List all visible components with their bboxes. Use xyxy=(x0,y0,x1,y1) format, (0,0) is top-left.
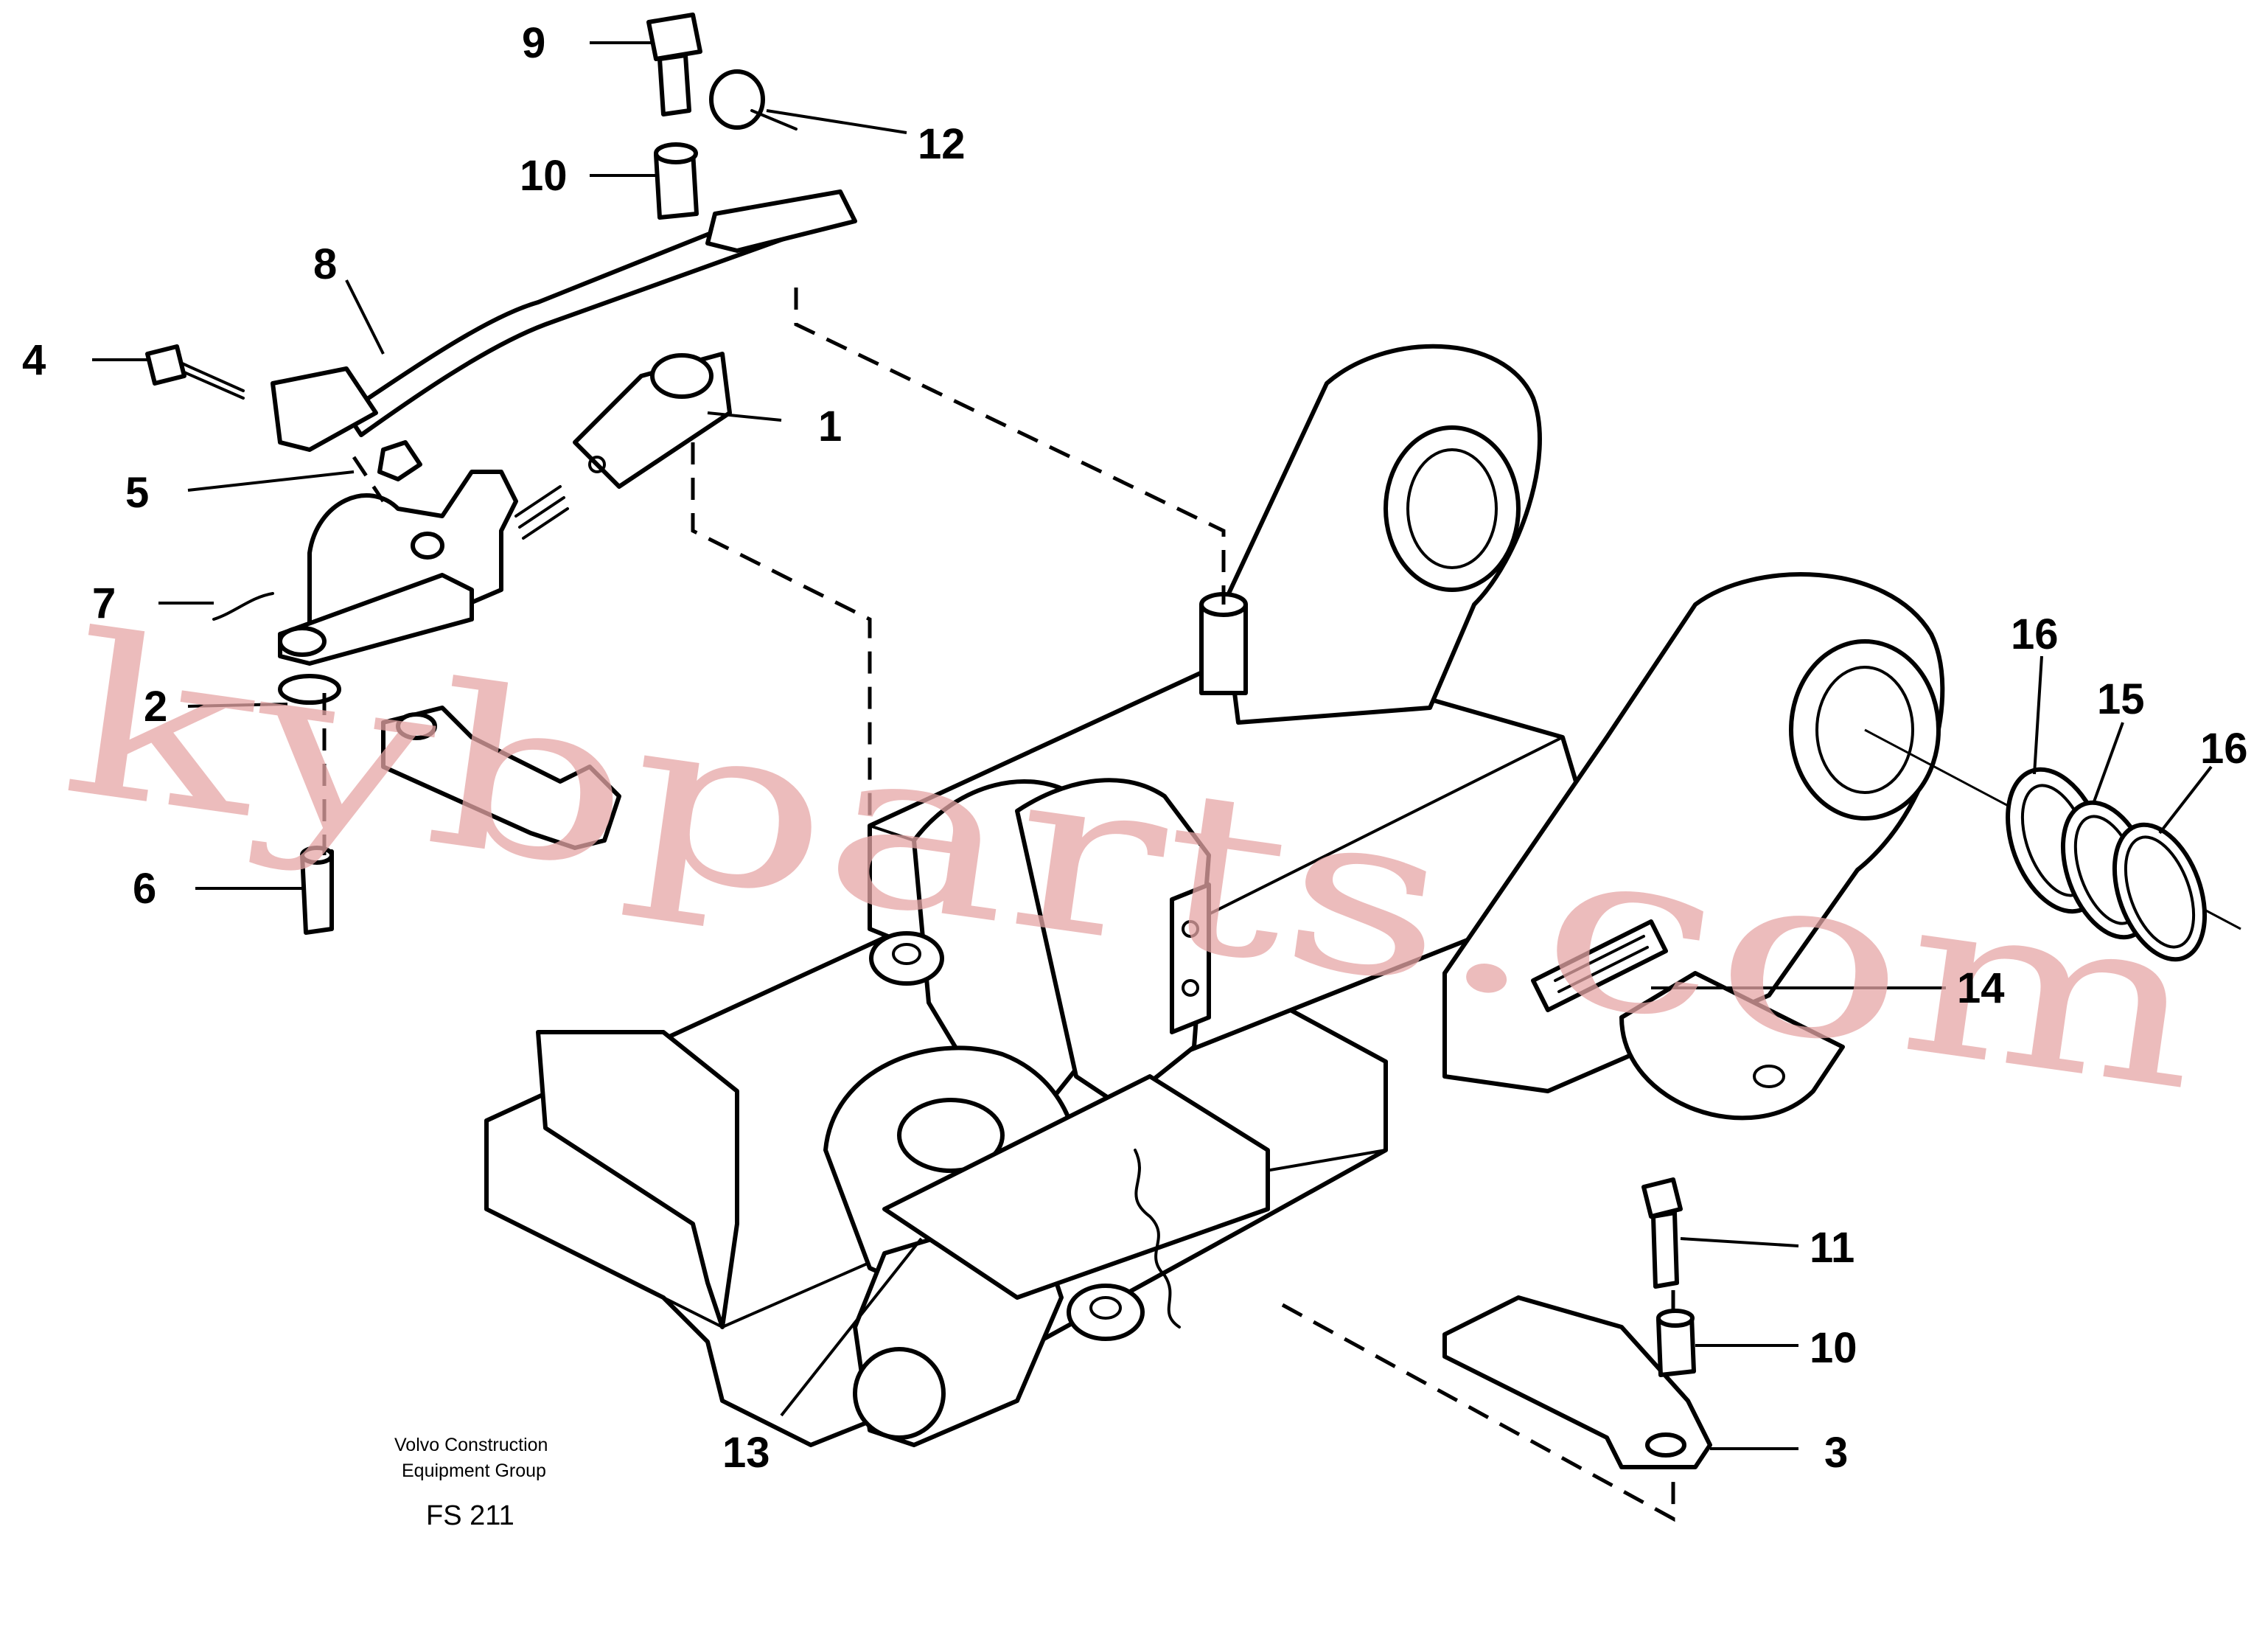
callout-14: 14 xyxy=(1957,964,2005,1012)
dashed-lines xyxy=(322,288,1675,1522)
caption-block: Volvo Construction Equipment Group FS 21… xyxy=(394,1435,548,1531)
callout-4: 4 xyxy=(22,336,46,384)
callout-7: 7 xyxy=(92,579,116,627)
leader-lines xyxy=(92,41,2213,1450)
callout-13: 13 xyxy=(722,1429,770,1477)
callout-16-left: 16 xyxy=(2011,610,2059,658)
figure-code: FS 211 xyxy=(426,1500,514,1531)
coupler-frame xyxy=(484,344,1945,1447)
caption-company: Volvo Construction xyxy=(394,1435,548,1455)
callout-2: 2 xyxy=(144,683,167,731)
callout-16-right: 16 xyxy=(2200,725,2248,773)
callout-labels: 9 12 10 8 4 1 5 7 2 6 16 15 16 14 11 10 … xyxy=(22,19,2248,1477)
caption-group: Equipment Group xyxy=(402,1460,546,1481)
callout-11: 11 xyxy=(1810,1224,1854,1272)
linkage-assembly xyxy=(145,13,1712,1469)
callout-10-lower: 10 xyxy=(1810,1324,1857,1372)
callout-8: 8 xyxy=(313,240,337,288)
callout-15: 15 xyxy=(2097,675,2145,723)
bushing-assembly xyxy=(1864,728,2241,962)
callout-3: 3 xyxy=(1824,1429,1848,1477)
callout-6: 6 xyxy=(133,865,156,913)
callout-10-upper: 10 xyxy=(520,152,568,200)
callout-1: 1 xyxy=(818,403,842,450)
callout-12: 12 xyxy=(918,120,966,168)
callout-9: 9 xyxy=(522,19,545,67)
callout-5: 5 xyxy=(125,469,149,517)
